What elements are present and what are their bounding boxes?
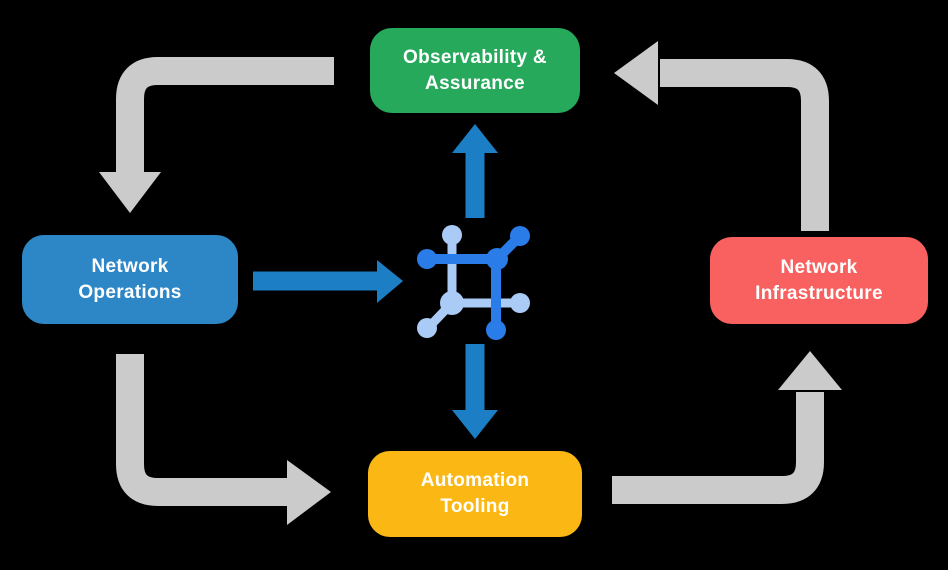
network-automation-icon bbox=[417, 225, 530, 340]
cycle-arrow-bottom-right bbox=[612, 351, 842, 504]
cycle-arrow-bottom-left bbox=[116, 354, 331, 525]
cycle-arrow-top-left bbox=[99, 57, 334, 213]
flow-arrow-up bbox=[452, 124, 498, 218]
node-observability-label: Observability & Assurance bbox=[403, 46, 547, 94]
node-automation-label: Automation Tooling bbox=[420, 470, 530, 517]
flow-arrow-right bbox=[253, 260, 403, 303]
node-automation-tooling: Automation Tooling bbox=[368, 451, 582, 537]
node-observability-assurance: Observability & Assurance bbox=[370, 28, 580, 113]
node-network-infrastructure: Network Infrastructure bbox=[710, 237, 928, 324]
node-network-operations: Network Operations bbox=[22, 235, 238, 324]
cycle-arrow-top-right bbox=[614, 41, 829, 231]
node-infrastructure-label: Network Infrastructure bbox=[755, 256, 883, 304]
node-operations-label: Network Operations bbox=[78, 255, 182, 303]
flow-arrow-down bbox=[452, 344, 498, 439]
